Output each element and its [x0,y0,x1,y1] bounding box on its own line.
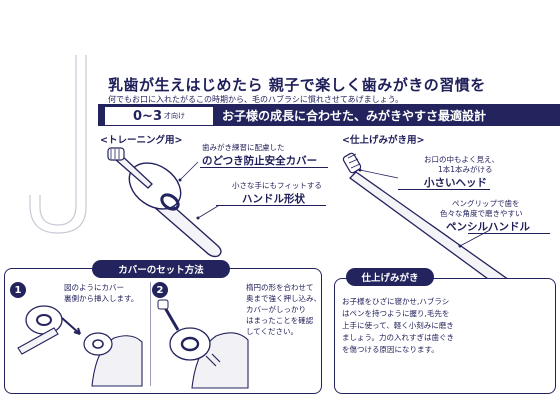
step2-line-5: してください。 [246,327,299,336]
finish-line-4: ましょう。力の入れすぎは歯ぐき [342,333,455,342]
training-note1-big: のどつき防止安全カバー [202,155,318,167]
finishing-note2-small-1: ペングリップで歯を [452,199,520,208]
training-note1-underline [200,167,328,168]
finish-line-5: を傷つける原因になります。 [342,345,439,354]
age-suffix: 才向け [163,112,185,120]
step2-line-1: 楕円の形を合わせて [246,283,314,292]
finishing-title: <仕上げみがき用> [342,135,425,146]
finishing-note1-underline [398,189,490,190]
training-note2-small: 小さな手にもフィットする [232,181,322,190]
finish-line-1: お子様をひざに寝かせ,ハブラシ [342,297,450,306]
finish-method-panel [334,278,556,394]
training-note2-big: ハンドル形状 [242,193,305,205]
finishing-note2-big: ペンシルハンドル [446,221,530,233]
headline: 乳歯が生えはじめたら 親子で楽しく歯みがきの習慣を [108,76,486,94]
subline: 何でもお口に入れたがるこの時期から、毛のハブラシに慣れさせてあげましょう。 [108,95,404,104]
finish-line-3: 上手に使って、軽く小刻みに磨き [342,321,454,330]
finishing-note1-small-2: 1本1本みがける [438,165,493,174]
step2-illustration [157,299,249,389]
finishing-note1-big: 小さいヘッド [424,177,487,189]
training-note1-small: 歯みがき練習に配慮した [202,143,285,152]
age-range: 0~3 [133,108,162,124]
step2-line-4: はまったことを確認 [246,316,314,325]
cover-setup-title: カバーのセット方法 [92,260,230,278]
step2-number-badge: 2 [152,282,168,298]
finishing-note2-underline [468,233,550,234]
step1-text: 図のようにカバー 裏側から挿入します。 [64,282,138,304]
step2-text: 楕円の形を合わせて 奥まで強く押し込み、 カバーがしっかり はまったことを確認 … [246,282,321,337]
step1-number-badge: 1 [10,282,26,298]
finishing-note2-small-2: 色々な角度で磨きやすい [440,209,523,218]
finishing-note1-small-1: お口の中もよく見え、 [424,155,499,164]
training-note2-underline [216,205,326,206]
step2-line-3: カバーがしっかり [246,305,306,314]
finish-method-text: お子様をひざに寝かせ,ハブラシ はペンを持つように握り,毛先を 上手に使って、軽… [342,296,552,356]
band-text: お子様の成長に合わせた、みがきやすさ最適設計 [222,109,487,123]
step1-line-1: 図のようにカバー [64,283,124,292]
finish-line-2: はペンを持つように握り,毛先を [342,309,450,318]
step2-line-2: 奥まで強く押し込み、 [246,294,321,303]
step1-line-2: 裏側から挿入します。 [64,294,139,303]
finish-method-title: 仕上げみがき [346,268,434,286]
age-box: 0~3 才向け [104,106,214,126]
training-toothbrush-illustration [107,147,222,258]
training-title: <トレーニング用> [100,135,183,146]
step1-illustration [17,305,143,387]
step-divider [150,282,151,386]
hanger-hook-outline [29,55,87,234]
